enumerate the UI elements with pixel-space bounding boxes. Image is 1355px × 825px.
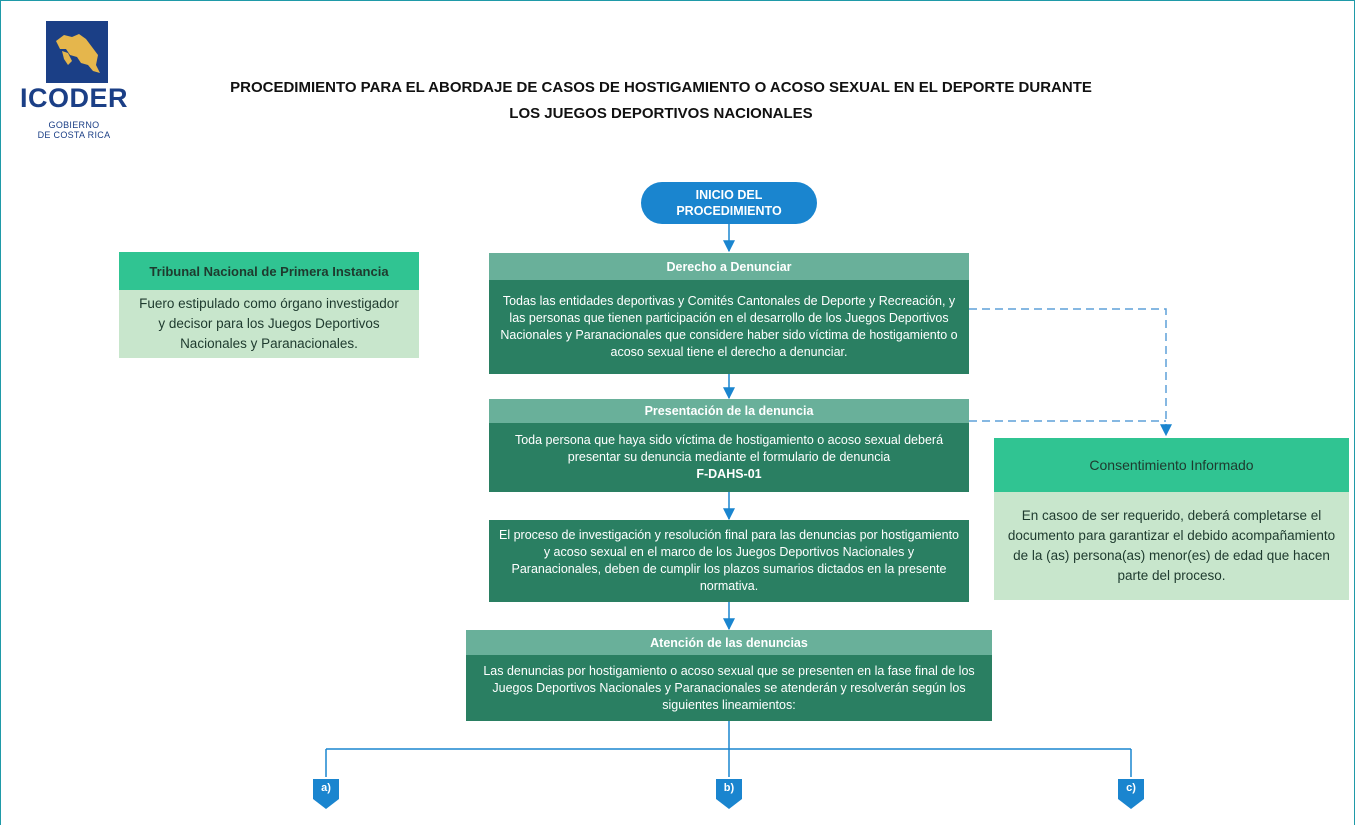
offpage-connector-icon <box>716 779 742 809</box>
icoder-logo: ICODER GOBIERNO DE COSTA RICA <box>9 17 139 147</box>
branch-c-label: c) <box>1126 782 1136 794</box>
form-code: F-DAHS-01 <box>696 467 762 481</box>
start-label: INICIO DEL PROCEDIMIENTO <box>676 188 782 218</box>
tribunal-title: Tribunal Nacional de Primera Instancia <box>149 263 389 279</box>
derecho-text: Todas las entidades deportivas y Comités… <box>500 294 958 359</box>
consent-title: Consentimiento Informado <box>1089 457 1254 473</box>
branch-c-connector: c) <box>1118 779 1144 809</box>
derecho-header: Derecho a Denunciar <box>489 253 969 280</box>
consent-body: En casoo de ser requerido, deberá comple… <box>994 492 1349 600</box>
consent-header: Consentimiento Informado <box>994 438 1349 492</box>
page-title-line2: LOS JUEGOS DEPORTIVOS NACIONALES <box>509 105 813 122</box>
presentacion-text: Toda persona que haya sido víctima de ho… <box>514 433 944 464</box>
offpage-connector-icon <box>1118 779 1144 809</box>
proceso-box: El proceso de investigación y resolución… <box>489 520 969 602</box>
derecho-title: Derecho a Denunciar <box>666 259 792 274</box>
costa-rica-map-icon <box>46 21 108 83</box>
logo-wordmark: ICODER <box>19 83 128 113</box>
atencion-title: Atención de las denuncias <box>650 635 808 650</box>
atencion-body: Las denuncias por hostigamiento o acoso … <box>466 655 992 721</box>
logo-subtitle-line2: DE COSTA RICA <box>37 130 111 140</box>
page-title-line1: PROCEDIMIENTO PARA EL ABORDAJE DE CASOS … <box>230 79 1092 96</box>
presentacion-title: Presentación de la denuncia <box>644 404 814 418</box>
offpage-connector-icon <box>313 779 339 809</box>
atencion-text: Las denuncias por hostigamiento o acoso … <box>483 663 975 712</box>
consent-text: En casoo de ser requerido, deberá comple… <box>1007 508 1336 583</box>
branch-b-label: b) <box>723 782 735 794</box>
branch-a-connector: a) <box>313 779 339 809</box>
derecho-body: Todas las entidades deportivas y Comités… <box>489 280 969 374</box>
dashed-link-derecho-to-consent <box>969 308 1172 437</box>
tribunal-body: Fuero estipulado como órgano investigado… <box>119 290 419 358</box>
tribunal-text: Fuero estipulado como órgano investigado… <box>139 296 399 351</box>
branch-a-label: a) <box>321 782 331 794</box>
branch-b-connector: b) <box>716 779 742 809</box>
start-terminal: INICIO DEL PROCEDIMIENTO <box>641 182 817 224</box>
tribunal-header: Tribunal Nacional de Primera Instancia <box>119 252 419 290</box>
presentacion-header: Presentación de la denuncia <box>489 399 969 423</box>
proceso-text: El proceso de investigación y resolución… <box>499 528 959 593</box>
logo-subtitle-line1: GOBIERNO <box>48 120 100 130</box>
presentacion-body: Toda persona que haya sido víctima de ho… <box>489 423 969 492</box>
atencion-header: Atención de las denuncias <box>466 630 992 655</box>
branch-connector <box>325 721 1132 777</box>
